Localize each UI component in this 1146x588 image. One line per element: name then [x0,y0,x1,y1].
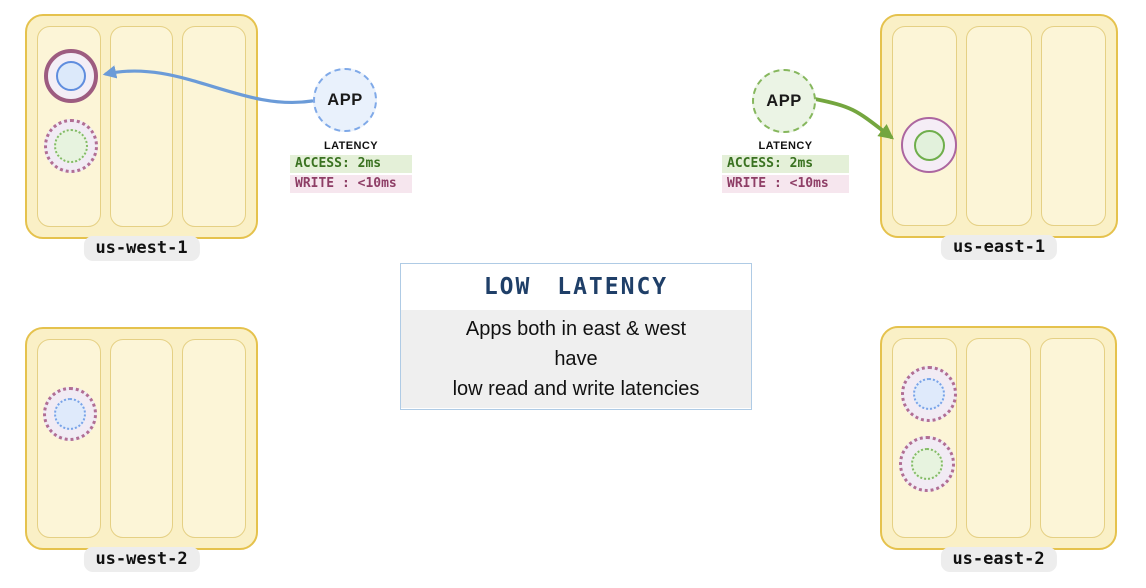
latency-east-write-row: WRITE : <10ms [722,175,849,193]
uswest1-replica-core-green [54,129,88,163]
node-column [1040,338,1105,538]
latency-west-title: LATENCY [324,140,378,152]
region-columns [892,26,1106,226]
useast1-replica-core-green [913,129,945,161]
latency-east-title: LATENCY [758,140,813,152]
app-node-west: APP [313,68,377,132]
useast2-replica-core-green [911,448,943,480]
latency-block-east: LATENCY ACCESS: 2ms WRITE : <10ms [722,140,849,193]
node-column [1040,26,1106,226]
useast2-dotted-replica-green-icon [899,436,955,492]
useast2-replica-core-blue [913,378,945,410]
uswest2-replica-core-blue [54,398,86,430]
callout-header: LOW LATENCY [401,264,751,310]
latency-west-write-row: WRITE : <10ms [290,175,412,193]
callout-title: LOW LATENCY [483,274,669,300]
region-us-east-2: us-east-2 [880,326,1117,572]
region-us-west-1: us-west-1 [25,14,258,261]
latency-block-west: LATENCY ACCESS: 2ms WRITE : <10ms [290,140,412,193]
uswest1-dotted-replica-icon [44,119,98,173]
callout-line: have [554,348,598,370]
region-label-us-west-2: us-west-2 [83,547,200,572]
region-us-west-2: us-west-2 [25,327,258,572]
callout-body: Apps both in east & west have low read a… [401,310,751,408]
region-label-us-west-1: us-west-1 [83,236,200,261]
uswest2-dotted-replica-icon [43,387,97,441]
node-column [109,339,174,538]
latency-east-access-row: ACCESS: 2ms [722,155,849,173]
app-node-east: APP [752,69,816,133]
callout-line: Apps both in east & west [465,318,687,340]
app-node-east-label: APP [766,91,802,110]
node-column [109,26,174,227]
region-label-us-east-2: us-east-2 [940,547,1057,572]
useast2-dotted-replica-blue-icon [901,366,957,422]
node-column [182,339,247,538]
latency-west-access-row: ACCESS: 2ms [290,155,412,173]
uswest1-active-replica-icon [44,49,98,103]
region-label-us-east-1: us-east-1 [940,235,1058,260]
node-column [966,338,1031,538]
app-node-west-label: APP [327,90,363,109]
region-columns [37,339,247,538]
node-column [182,26,247,227]
callout-line: low read and write latencies [452,378,700,400]
node-column [966,26,1032,226]
useast1-active-replica-icon [901,117,957,173]
region-us-east-1: us-east-1 [880,14,1118,260]
low-latency-callout: LOW LATENCY Apps both in east & west hav… [400,263,752,410]
uswest1-replica-core-blue [56,61,86,91]
